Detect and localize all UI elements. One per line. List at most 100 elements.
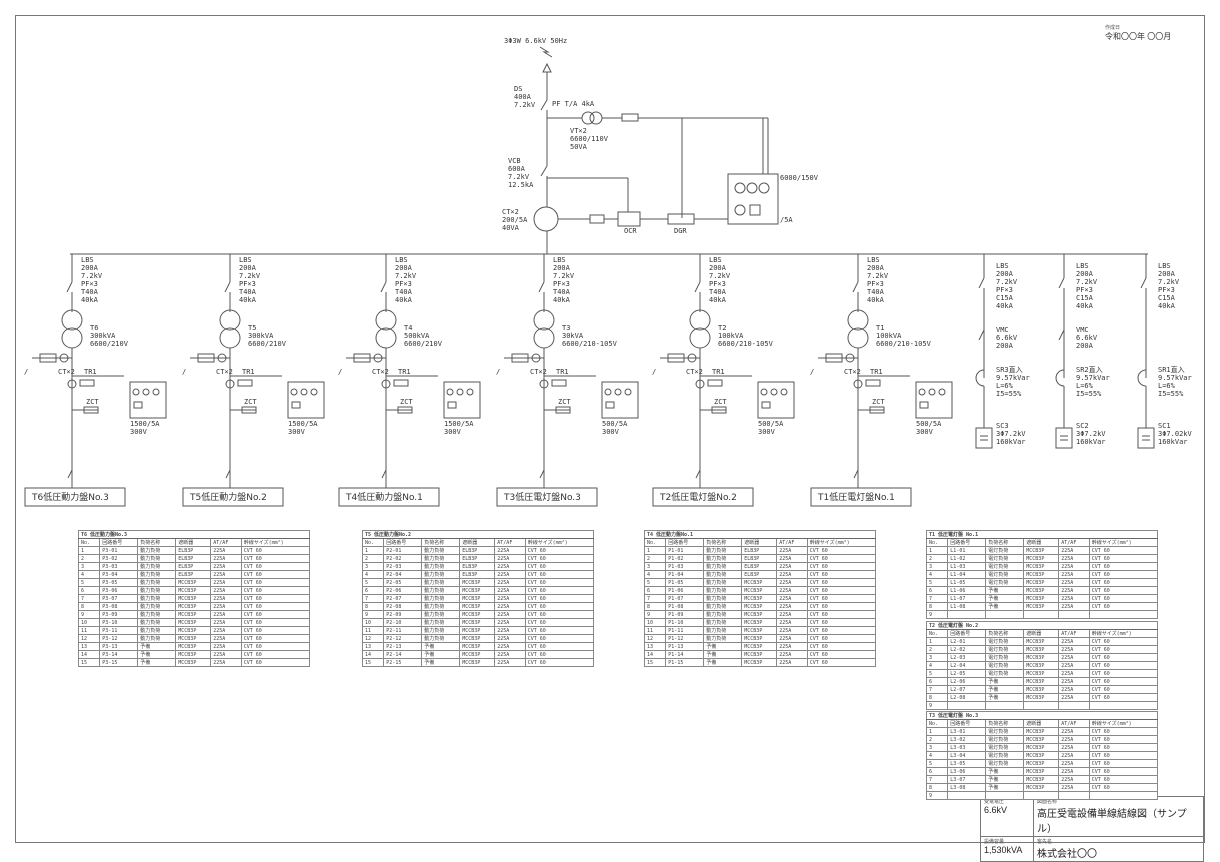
table-cell: ELB3P: [175, 570, 212, 579]
table-cell: 動力負荷: [703, 578, 743, 587]
feeder-t4-zct-label: ZCT: [400, 398, 413, 406]
cap-feeder-1-lbs-label: 7.2kV: [1158, 278, 1180, 286]
feeder-t4-lbs-label: T40A: [395, 288, 413, 296]
table-header-cell: 負荷名称: [985, 629, 1025, 638]
feeder-t2-meter-pf-icon: [761, 401, 771, 409]
table-cell: CVT 60: [1088, 743, 1159, 752]
table-cell: ELB3P: [459, 562, 496, 571]
vt-coil-1: [581, 111, 595, 125]
table-cell: MCCB3P: [741, 602, 778, 611]
feeder-t5-lbs-label: 7.2kV: [239, 272, 261, 280]
table-cell: MCCB3P: [459, 626, 496, 635]
cap-feeder-3-lbs-label: C15A: [996, 294, 1014, 302]
table-cell: 225A: [1058, 685, 1090, 694]
table-cell: CVT 60: [524, 610, 595, 619]
table-cell: CVT 60: [1088, 735, 1159, 744]
table-cell: 8: [77, 602, 101, 611]
table-cell: ELB3P: [175, 546, 212, 555]
table-cell: 6: [361, 586, 385, 595]
table-cell: 動力負荷: [137, 554, 177, 563]
table-cell: 予備: [985, 594, 1025, 603]
table-cell: 動力負荷: [421, 570, 461, 579]
table-cell: [1088, 610, 1159, 619]
table-cell: 2: [925, 645, 949, 654]
feeder-t6-meter-pf-icon: [133, 401, 143, 409]
table-cell: 動力負荷: [137, 610, 177, 619]
table-cell: CVT 60: [806, 554, 877, 563]
table-cell: CVT 60: [806, 610, 877, 619]
table-cell: 225A: [494, 594, 526, 603]
table-header-cell: 幹線サイズ(mm²): [524, 538, 595, 547]
table-cell: P2-12: [383, 634, 423, 643]
vcb-label: 12.5kA: [508, 181, 534, 189]
table-cell: CVT 60: [806, 650, 877, 659]
table-cell: 2: [643, 554, 667, 563]
table-cell: CVT 60: [240, 642, 311, 651]
table-cell: 225A: [210, 554, 242, 563]
cap-feeder-1-sr-label: I5=55%: [1158, 390, 1184, 398]
table-cell: MCCB3P: [175, 650, 212, 659]
table-cell: [1088, 791, 1159, 800]
table-cell: ELB3P: [459, 570, 496, 579]
table-cell: MCCB3P: [1023, 637, 1060, 646]
cap-feeder-3-lbs-label: 200A: [996, 270, 1014, 278]
table-cell: 14: [77, 650, 101, 659]
table-cell: CVT 60: [524, 578, 595, 587]
lighting-table-2-title: T2 低圧電灯盤 No.2: [926, 621, 1158, 630]
table-cell: 225A: [494, 634, 526, 643]
table-cell: CVT 60: [806, 602, 877, 611]
table-cell: MCCB3P: [459, 594, 496, 603]
table-cell: P1-15: [665, 658, 705, 667]
ds-label: 400A: [514, 93, 532, 101]
table-cell: 225A: [494, 642, 526, 651]
table-cell: P3-03: [99, 562, 139, 571]
table-cell: 225A: [776, 610, 808, 619]
table-cell: CVT 60: [240, 546, 311, 555]
table-cell: 電灯負荷: [985, 735, 1025, 744]
table-cell: 7: [361, 594, 385, 603]
feeder-t3-meter-pf-icon: [605, 401, 615, 409]
table-cell: MCCB3P: [175, 602, 212, 611]
table-cell: 15: [361, 658, 385, 667]
table-cell: ELB3P: [741, 562, 778, 571]
table-cell: 動力負荷: [137, 602, 177, 611]
table-cell: [985, 701, 1025, 710]
table-cell: MCCB3P: [1023, 735, 1060, 744]
table-cell: CVT 60: [524, 602, 595, 611]
table-cell: 225A: [776, 634, 808, 643]
table-cell: L2-02: [947, 645, 987, 654]
feeder-t4-lbs-label: 200A: [395, 264, 413, 272]
table-cell: CVT 60: [1088, 562, 1159, 571]
table-cell: CVT 60: [1088, 602, 1159, 611]
feeder-t6-zct-box: [83, 406, 99, 414]
table-cell: 225A: [776, 658, 808, 667]
feeder-t5-lbs-label: PF×3: [239, 280, 256, 288]
feeder-t2-lv-meter: [757, 381, 795, 419]
feeder-t5-tr-spec: 6600/210V: [248, 340, 287, 348]
voltage-value: 6.6kV: [984, 805, 1008, 815]
table-cell: 11: [643, 626, 667, 635]
table-cell: MCCB3P: [1023, 645, 1060, 654]
feeder-t5-panel-box: [182, 487, 284, 507]
table-cell: P1-08: [665, 602, 705, 611]
table-cell: P3-05: [99, 578, 139, 587]
table-cell: 6: [925, 677, 949, 686]
table-cell: CVT 60: [1088, 594, 1159, 603]
table-cell: 1: [361, 546, 385, 555]
table-cell: CVT 60: [1088, 661, 1159, 670]
table-cell: CVT 60: [240, 618, 311, 627]
table-cell: 225A: [1058, 783, 1090, 792]
table-cell: L2-04: [947, 661, 987, 670]
